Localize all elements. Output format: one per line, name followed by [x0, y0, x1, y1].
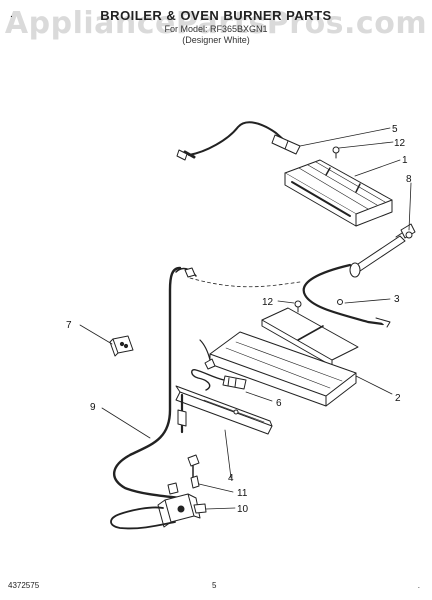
callout-12-lower: 12 — [262, 297, 274, 308]
fitting-part-11 — [187, 454, 200, 489]
watermark-text: AppliancePartsPros.com — [4, 6, 428, 41]
callout-6: 6 — [276, 398, 282, 409]
callout-leaders — [79, 127, 412, 510]
screw-part-12-lower — [294, 300, 302, 313]
model-line: For Model: RF365BXGN1 — [164, 24, 268, 34]
callout-9: 9 — [90, 402, 96, 413]
gas-tube-part-3 — [302, 263, 391, 328]
callout-4: 4 — [228, 473, 234, 484]
gas-tube-part-9 — [113, 266, 197, 500]
screw-part-12-upper — [332, 146, 340, 159]
callout-8: 8 — [406, 174, 412, 185]
corner-marker-bottom: . — [417, 581, 420, 590]
callout-3: 3 — [394, 294, 400, 305]
callout-10: 10 — [237, 504, 249, 515]
callout-1: 1 — [402, 155, 408, 166]
callout-11: 11 — [237, 488, 248, 499]
callout-5: 5 — [392, 124, 398, 135]
document-part-number: 4372575 — [8, 581, 40, 590]
igniter-part-6 — [191, 339, 247, 391]
callout-12-upper: 12 — [394, 138, 406, 149]
color-line: (Designer White) — [182, 35, 250, 45]
bake-burner-part-4 — [175, 385, 273, 435]
callout-7: 7 — [66, 320, 72, 331]
connector-part-7 — [109, 335, 134, 357]
page-number: 5 — [212, 581, 217, 590]
corner-marker: . — [10, 9, 13, 20]
safety-valve-part-10 — [110, 482, 207, 530]
broiler-spreader-part-1 — [284, 159, 393, 227]
orifice-part-8 — [395, 223, 416, 239]
broiler-burner-tube — [349, 235, 406, 278]
burner-shield-plate — [261, 307, 359, 367]
diagram-title: BROILER & OVEN BURNER PARTS — [100, 8, 332, 23]
callout-2: 2 — [395, 393, 401, 404]
wire-harness-part-5 — [176, 121, 301, 161]
